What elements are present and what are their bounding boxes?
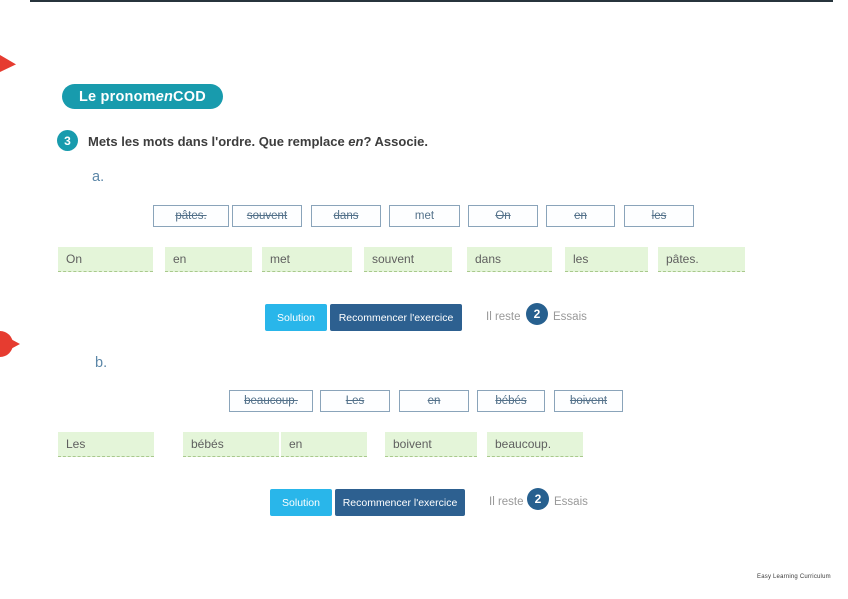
restart-exercise-button[interactable]: Recommencer l'exercice	[330, 304, 462, 331]
badge-text-prefix: Le pronom	[79, 88, 156, 105]
footer-watermark: Easy Learning Curriculum	[757, 574, 831, 580]
answer-slot[interactable]: Les	[58, 432, 154, 457]
exercise-number-badge: 3	[57, 130, 78, 151]
answer-slot[interactable]: en	[165, 247, 252, 272]
solution-button[interactable]: Solution	[265, 304, 327, 331]
word-tile[interactable]: boivent	[554, 390, 623, 412]
word-tile[interactable]: On	[468, 205, 538, 227]
answer-slot[interactable]: boivent	[385, 432, 477, 457]
badge-text-suffix: COD	[173, 88, 206, 105]
word-tile[interactable]: en	[546, 205, 615, 227]
attempts-unit-label: Essais	[554, 496, 588, 508]
section-b-label: b.	[95, 355, 108, 371]
word-tile[interactable]: Les	[320, 390, 390, 412]
lesson-title-badge: Le pronom en COD	[62, 84, 223, 109]
answer-slot[interactable]: bébés	[183, 432, 279, 457]
attempts-count-badge: 2	[527, 488, 549, 510]
red-pin-icon	[0, 331, 20, 357]
word-tile[interactable]: souvent	[232, 205, 302, 227]
attempts-remaining-label: Il reste	[489, 496, 524, 508]
word-tile[interactable]: en	[399, 390, 469, 412]
section-a-label: a.	[92, 169, 105, 185]
answer-slot[interactable]: dans	[467, 247, 552, 272]
word-tile[interactable]: met	[389, 205, 460, 227]
restart-exercise-button[interactable]: Recommencer l'exercice	[335, 489, 465, 516]
word-tile[interactable]: pâtes.	[153, 205, 229, 227]
top-border-line	[30, 0, 833, 2]
solution-button[interactable]: Solution	[270, 489, 332, 516]
answer-slot[interactable]: met	[262, 247, 352, 272]
word-tile[interactable]: beaucoup.	[229, 390, 313, 412]
exercise-instruction: Mets les mots dans l'ordre. Que remplace…	[88, 134, 429, 149]
word-tile[interactable]: dans	[311, 205, 381, 227]
word-tile[interactable]: bébés	[477, 390, 545, 412]
red-arrow-icon	[0, 55, 16, 72]
badge-text-en: en	[155, 88, 174, 105]
answer-slot[interactable]: On	[58, 247, 153, 272]
answer-slot[interactable]: les	[565, 247, 648, 272]
answer-slot[interactable]: pâtes.	[658, 247, 745, 272]
answer-slot[interactable]: souvent	[364, 247, 452, 272]
word-tile[interactable]: les	[624, 205, 694, 227]
attempts-unit-label: Essais	[553, 311, 587, 323]
answer-slot[interactable]: en	[281, 432, 367, 457]
answer-slot[interactable]: beaucoup.	[487, 432, 583, 457]
attempts-remaining-label: Il reste	[486, 311, 521, 323]
attempts-count-badge: 2	[526, 303, 548, 325]
